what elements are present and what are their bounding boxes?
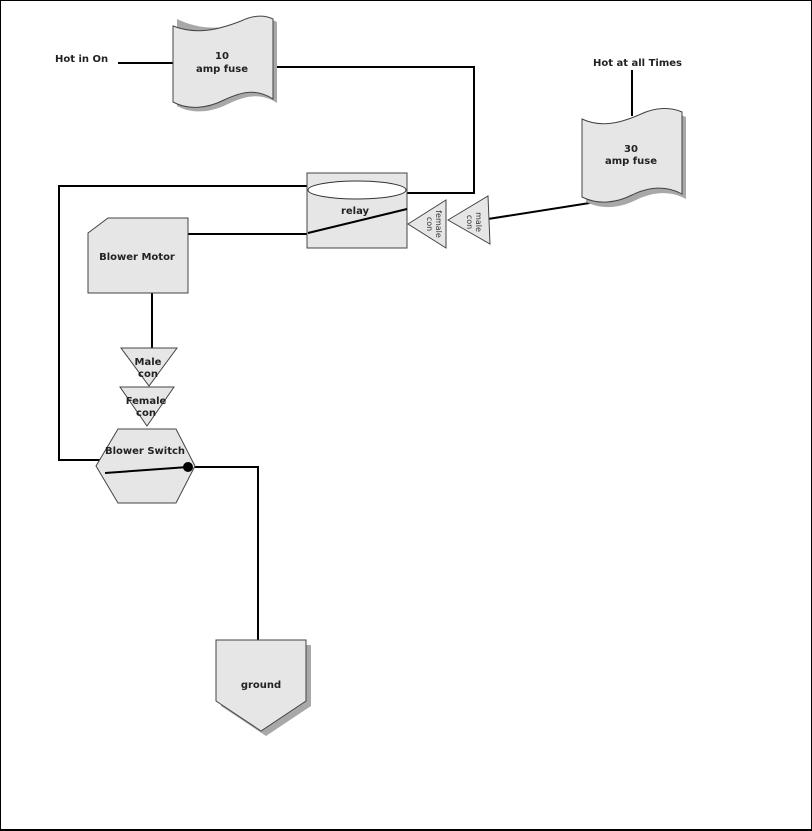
blower-switch-label: Blower Switch bbox=[105, 446, 185, 457]
ground-body bbox=[215, 639, 307, 732]
fuse-10-amp[interactable]: 10 amp fuse bbox=[172, 15, 277, 112]
switch-pivot-dot bbox=[183, 462, 193, 472]
fuse-10-line2: amp fuse bbox=[196, 64, 248, 75]
female-con-line1: female bbox=[434, 210, 443, 238]
female-con-line2: con bbox=[425, 217, 434, 231]
male-con-triangle bbox=[447, 195, 491, 245]
fuse-10-line1: 10 bbox=[215, 51, 229, 62]
blower-motor[interactable]: Blower Motor bbox=[87, 217, 189, 294]
wire-relay-to-switch bbox=[58, 185, 307, 461]
male-con-v-line1: Male bbox=[135, 357, 162, 368]
label-hot-in-on: Hot in On bbox=[55, 54, 108, 65]
connector-male-horizontal[interactable]: male con bbox=[447, 195, 491, 245]
male-con-line2: con bbox=[465, 215, 474, 229]
wire-fuse10-to-relay bbox=[272, 66, 475, 194]
blower-motor-label: Blower Motor bbox=[99, 252, 175, 263]
wire-switch-to-ground bbox=[190, 466, 259, 641]
blower-motor-body bbox=[87, 217, 189, 294]
label-hot-at-all-times: Hot at all Times bbox=[593, 58, 682, 69]
male-con-v-triangle bbox=[120, 347, 178, 387]
relay-label: relay bbox=[341, 206, 370, 217]
relay-contact bbox=[307, 208, 408, 234]
blower-switch[interactable]: Blower Switch bbox=[95, 428, 196, 504]
connector-female-vertical[interactable]: Female con bbox=[119, 386, 175, 427]
blower-switch-body bbox=[95, 428, 196, 504]
fuse-30-body bbox=[581, 108, 683, 203]
ground[interactable]: ground bbox=[215, 639, 311, 736]
relay-coil bbox=[307, 180, 407, 200]
male-con-line1: male bbox=[474, 212, 483, 232]
male-con-v-line2: con bbox=[138, 369, 158, 380]
fuse-10-body bbox=[172, 15, 274, 108]
female-con-triangle bbox=[407, 199, 447, 249]
fuse-30-amp[interactable]: 30 amp fuse bbox=[581, 108, 686, 208]
female-con-v-line1: Female bbox=[126, 396, 167, 407]
connector-male-vertical[interactable]: Male con bbox=[120, 347, 178, 387]
ground-label: ground bbox=[241, 680, 281, 691]
connector-female-horizontal[interactable]: female con bbox=[407, 199, 447, 249]
female-con-v-line2: con bbox=[136, 408, 156, 419]
switch-lever bbox=[104, 466, 189, 474]
fuse-30-line2: amp fuse bbox=[605, 156, 657, 167]
fuse-30-line1: 30 bbox=[624, 144, 638, 155]
relay[interactable]: relay bbox=[306, 172, 408, 249]
female-con-v-triangle bbox=[119, 386, 175, 427]
